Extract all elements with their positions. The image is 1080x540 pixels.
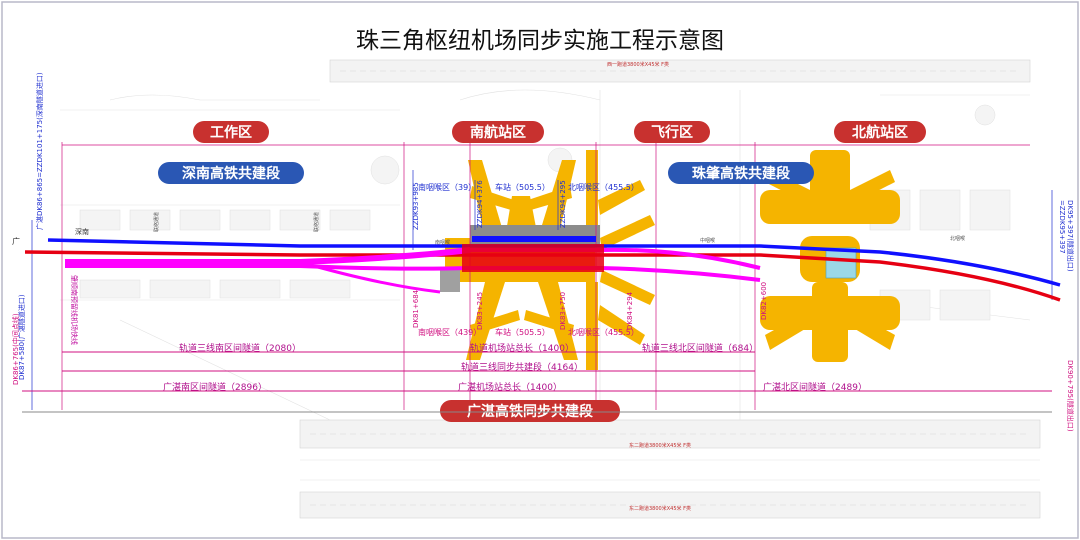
- chainage-dk-a: DK81+684: [412, 289, 420, 328]
- page-title: 珠三角枢纽机场同步实施工程示意图: [356, 28, 724, 54]
- segment-zhuzhao: 珠肇高铁共建段: [668, 162, 814, 184]
- chainage-dk-c: DK83+750: [559, 292, 567, 330]
- chainage-zz-c: ZZDK94+295: [559, 180, 567, 228]
- segment-zhuzhao-text: 珠肇高铁共建段: [692, 165, 790, 182]
- station-bottom-label: 车站（505.5）: [495, 327, 550, 337]
- dim-metro-south: 轨道三线南区间隧道（2080）: [179, 342, 301, 354]
- dim-metro-north: 轨道三线北区间隧道（684）: [642, 342, 758, 354]
- shennan-small-label: 深南: [75, 227, 89, 236]
- segment-guangzhan: 广湛高铁同步共建段: [440, 400, 620, 422]
- metro-line-magenta-1[interactable]: [65, 247, 471, 265]
- dim-gz-north: 广湛北区间隧道（2489）: [763, 381, 867, 393]
- chainage-left-bottom1: DK87+580(广湛隧道进口): [17, 294, 26, 380]
- chainage-dk-d: DK84+294: [626, 291, 634, 330]
- zone-label-work: 工作区: [193, 121, 269, 143]
- chainage-dk-e: DK82+600: [760, 282, 768, 320]
- station-blue-box[interactable]: [472, 236, 596, 242]
- metro-line-magenta-4[interactable]: [470, 266, 761, 282]
- chainage-zz-b: ZZDK94+376: [476, 180, 484, 228]
- zone-south-terminal-text: 南航站区: [470, 124, 526, 141]
- chainage-left-top: 广湛DK86+865=ZZDK101+175(深南隧道进口): [35, 72, 44, 230]
- metro-line-magenta-3[interactable]: [470, 247, 761, 270]
- guang-label: 广: [12, 236, 20, 246]
- grey-block: [440, 270, 460, 292]
- line-list-text: 肇顺南预留线机场快线: [70, 275, 79, 345]
- south-runway-2-label: 东二跑道3800米X45米 F类: [629, 505, 691, 512]
- rail-line-blue[interactable]: [47, 238, 1061, 287]
- zone-dividers: [61, 142, 1030, 410]
- zone-north-terminal-text: 北航站区: [852, 124, 908, 141]
- zhongyan-label: 中咽喉: [700, 237, 715, 244]
- north-throat-bottom-label: 北咽喉区（455.5）: [568, 327, 639, 337]
- south-runway-1-label: 东二跑道3800米X45米 F类: [629, 442, 691, 449]
- segment-shennan: 深南高铁共建段: [158, 162, 304, 184]
- zone-work-text: 工作区: [210, 124, 252, 141]
- zone-label-north-terminal: 北航站区: [834, 121, 926, 143]
- segment-guangzhan-text: 广湛高铁同步共建段: [467, 403, 593, 420]
- dimension-lines: [22, 351, 1052, 413]
- chainage-zz-a: ZZDK93+985: [412, 182, 420, 230]
- segment-shennan-text: 深南高铁共建段: [182, 165, 280, 182]
- dim-metro-station: 轨道机场站总长（1400）: [470, 342, 574, 354]
- dim-metro-sync: 轨道三线同步共建段（4164）: [461, 361, 583, 373]
- chainage-left-bottom2: DK86+765(中间点线): [11, 313, 20, 385]
- north-throat-top-label: 北咽喉区（455.5）: [568, 182, 639, 192]
- station-top-label: 车站（505.5）: [495, 182, 550, 192]
- chainage-right-top: =ZZDK95+397: [1058, 200, 1066, 254]
- liansuo1-label: 联络通道: [153, 212, 160, 232]
- station-red-box[interactable]: [462, 244, 604, 272]
- north-terminal-shape: [760, 150, 900, 362]
- chainage-right-mid: DK95+397(隧道出口): [1066, 200, 1075, 272]
- rail-line-red[interactable]: [24, 250, 1061, 302]
- zone-label-south-terminal: 南航站区: [452, 121, 544, 143]
- nanyan-label: 南咽喉: [435, 239, 450, 246]
- north-station-box: [825, 247, 857, 279]
- chainage-right-bottom: DK90+795(隧道出口): [1066, 360, 1075, 432]
- zone-flight-text: 飞行区: [651, 124, 693, 141]
- zone-label-flight: 飞行区: [634, 121, 710, 143]
- liansuo2-label: 联络通道: [313, 212, 320, 232]
- dim-gz-station: 广湛机场站总长（1400）: [458, 381, 562, 393]
- metro-branch[interactable]: [299, 260, 441, 294]
- south-throat-label: 南咽喉区（39）: [418, 182, 476, 192]
- dim-gz-south: 广湛南区间隧道（2896）: [163, 381, 267, 393]
- line-list-label: 肇顺南预留线机场快线: [70, 275, 79, 345]
- south-throat-bottom-label: 南咽喉区（439）: [418, 327, 481, 337]
- chainage-dk-b: DK83+245: [476, 292, 484, 330]
- north-runway-label: 西一跑道3800米X45米 F类: [607, 61, 669, 68]
- beiyan-label: 北咽喉: [950, 235, 965, 242]
